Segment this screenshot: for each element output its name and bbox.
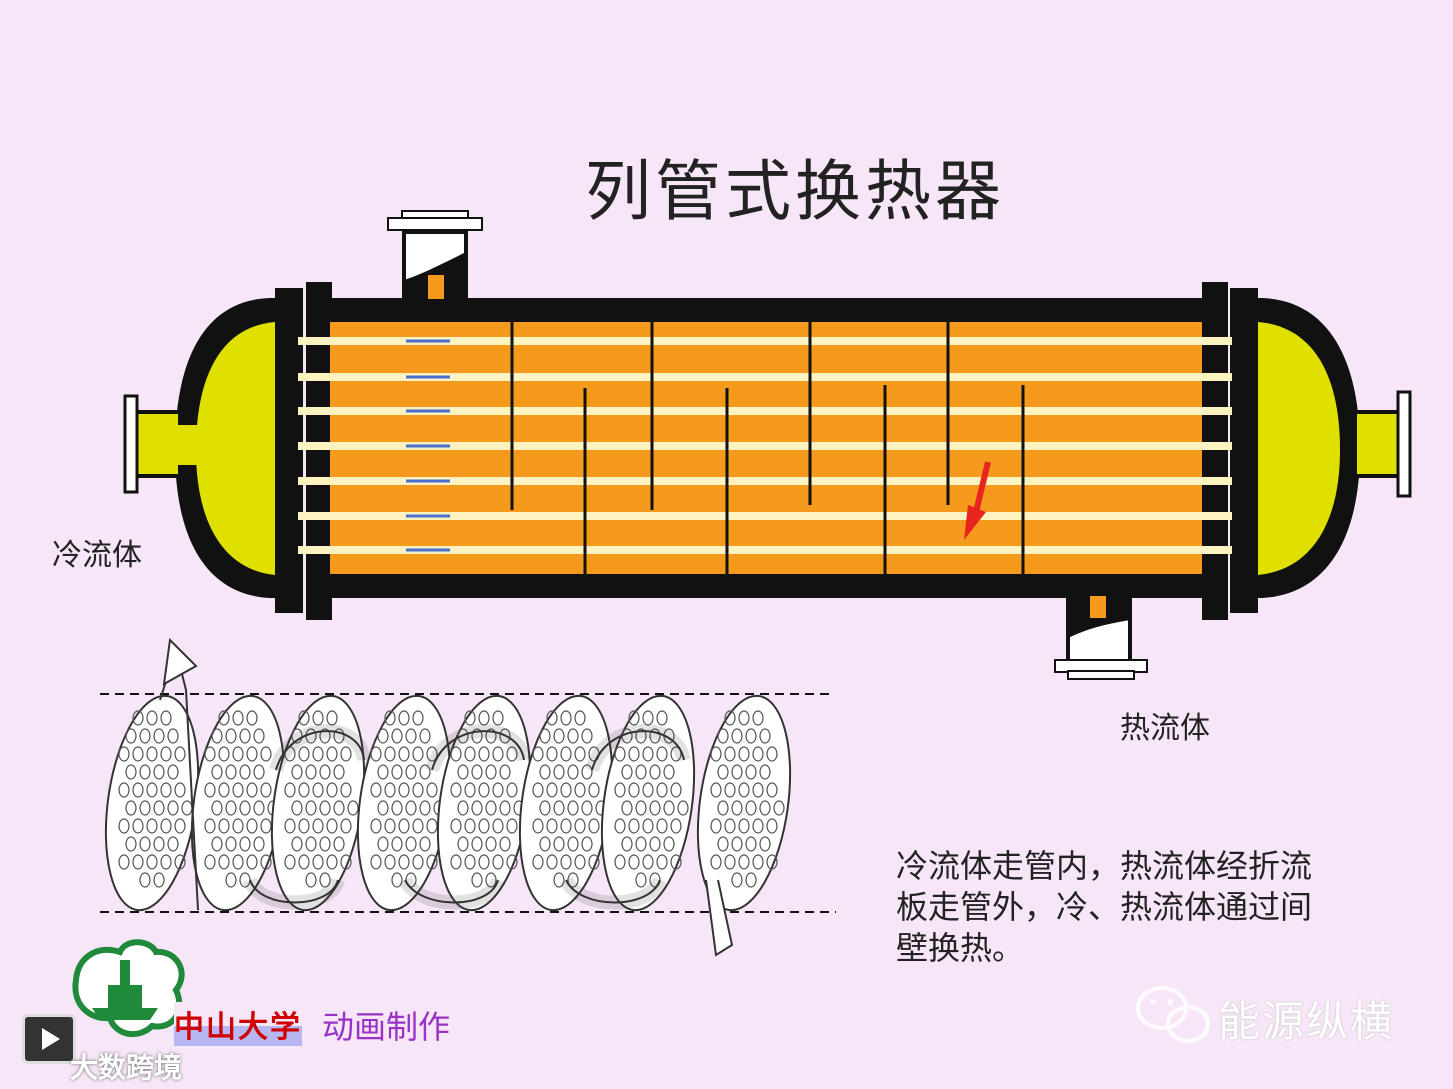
- description-line-1: 冷流体走管内，热流体经折流: [896, 847, 1313, 885]
- baffle-illustration: [100, 637, 836, 957]
- flow-arrow: [964, 461, 991, 540]
- baffle-plate: [104, 694, 200, 912]
- left-head-fluid: [196, 322, 300, 575]
- baffles: [510, 322, 1025, 574]
- play-icon[interactable]: [22, 1014, 76, 1064]
- tube: [298, 373, 1232, 381]
- credit-animation: 动画制作: [322, 1008, 451, 1046]
- baffle-plate: [190, 694, 286, 912]
- left-flange: [275, 288, 303, 613]
- right-nozzle-pipe: [1353, 410, 1402, 478]
- watermark-left: 大数跨境: [70, 1051, 183, 1084]
- baffle-plate: [436, 694, 532, 912]
- tube: [298, 477, 1232, 485]
- university-emblem-icon: [72, 939, 185, 1038]
- hot-fluid-label: 热流体: [1120, 711, 1210, 746]
- credit-university: 中山大学: [174, 1002, 302, 1046]
- tube: [298, 407, 1232, 415]
- baffle-plate: [270, 694, 366, 912]
- tube-markers: [406, 339, 450, 552]
- page-title: 列管式换热器: [585, 153, 1005, 230]
- cold-fluid-label: 冷流体: [52, 538, 142, 573]
- wechat-icon: [1136, 986, 1210, 1043]
- description-text: 冷流体走管内，热流体经折流 板走管外，冷、热流体通过间 壁换热。: [896, 846, 1376, 969]
- description-line-2: 板走管外，冷、热流体通过间: [896, 888, 1313, 926]
- description-line-3: 壁换热。: [896, 929, 1025, 967]
- tube: [298, 512, 1232, 520]
- baffle-plate: [600, 694, 696, 912]
- baffle-plate: [696, 694, 792, 912]
- watermark-right: 能源纵横: [1218, 997, 1395, 1046]
- tube: [298, 442, 1232, 450]
- tube: [298, 337, 1232, 345]
- tube-bundle: [298, 337, 1232, 554]
- tube: [298, 546, 1232, 554]
